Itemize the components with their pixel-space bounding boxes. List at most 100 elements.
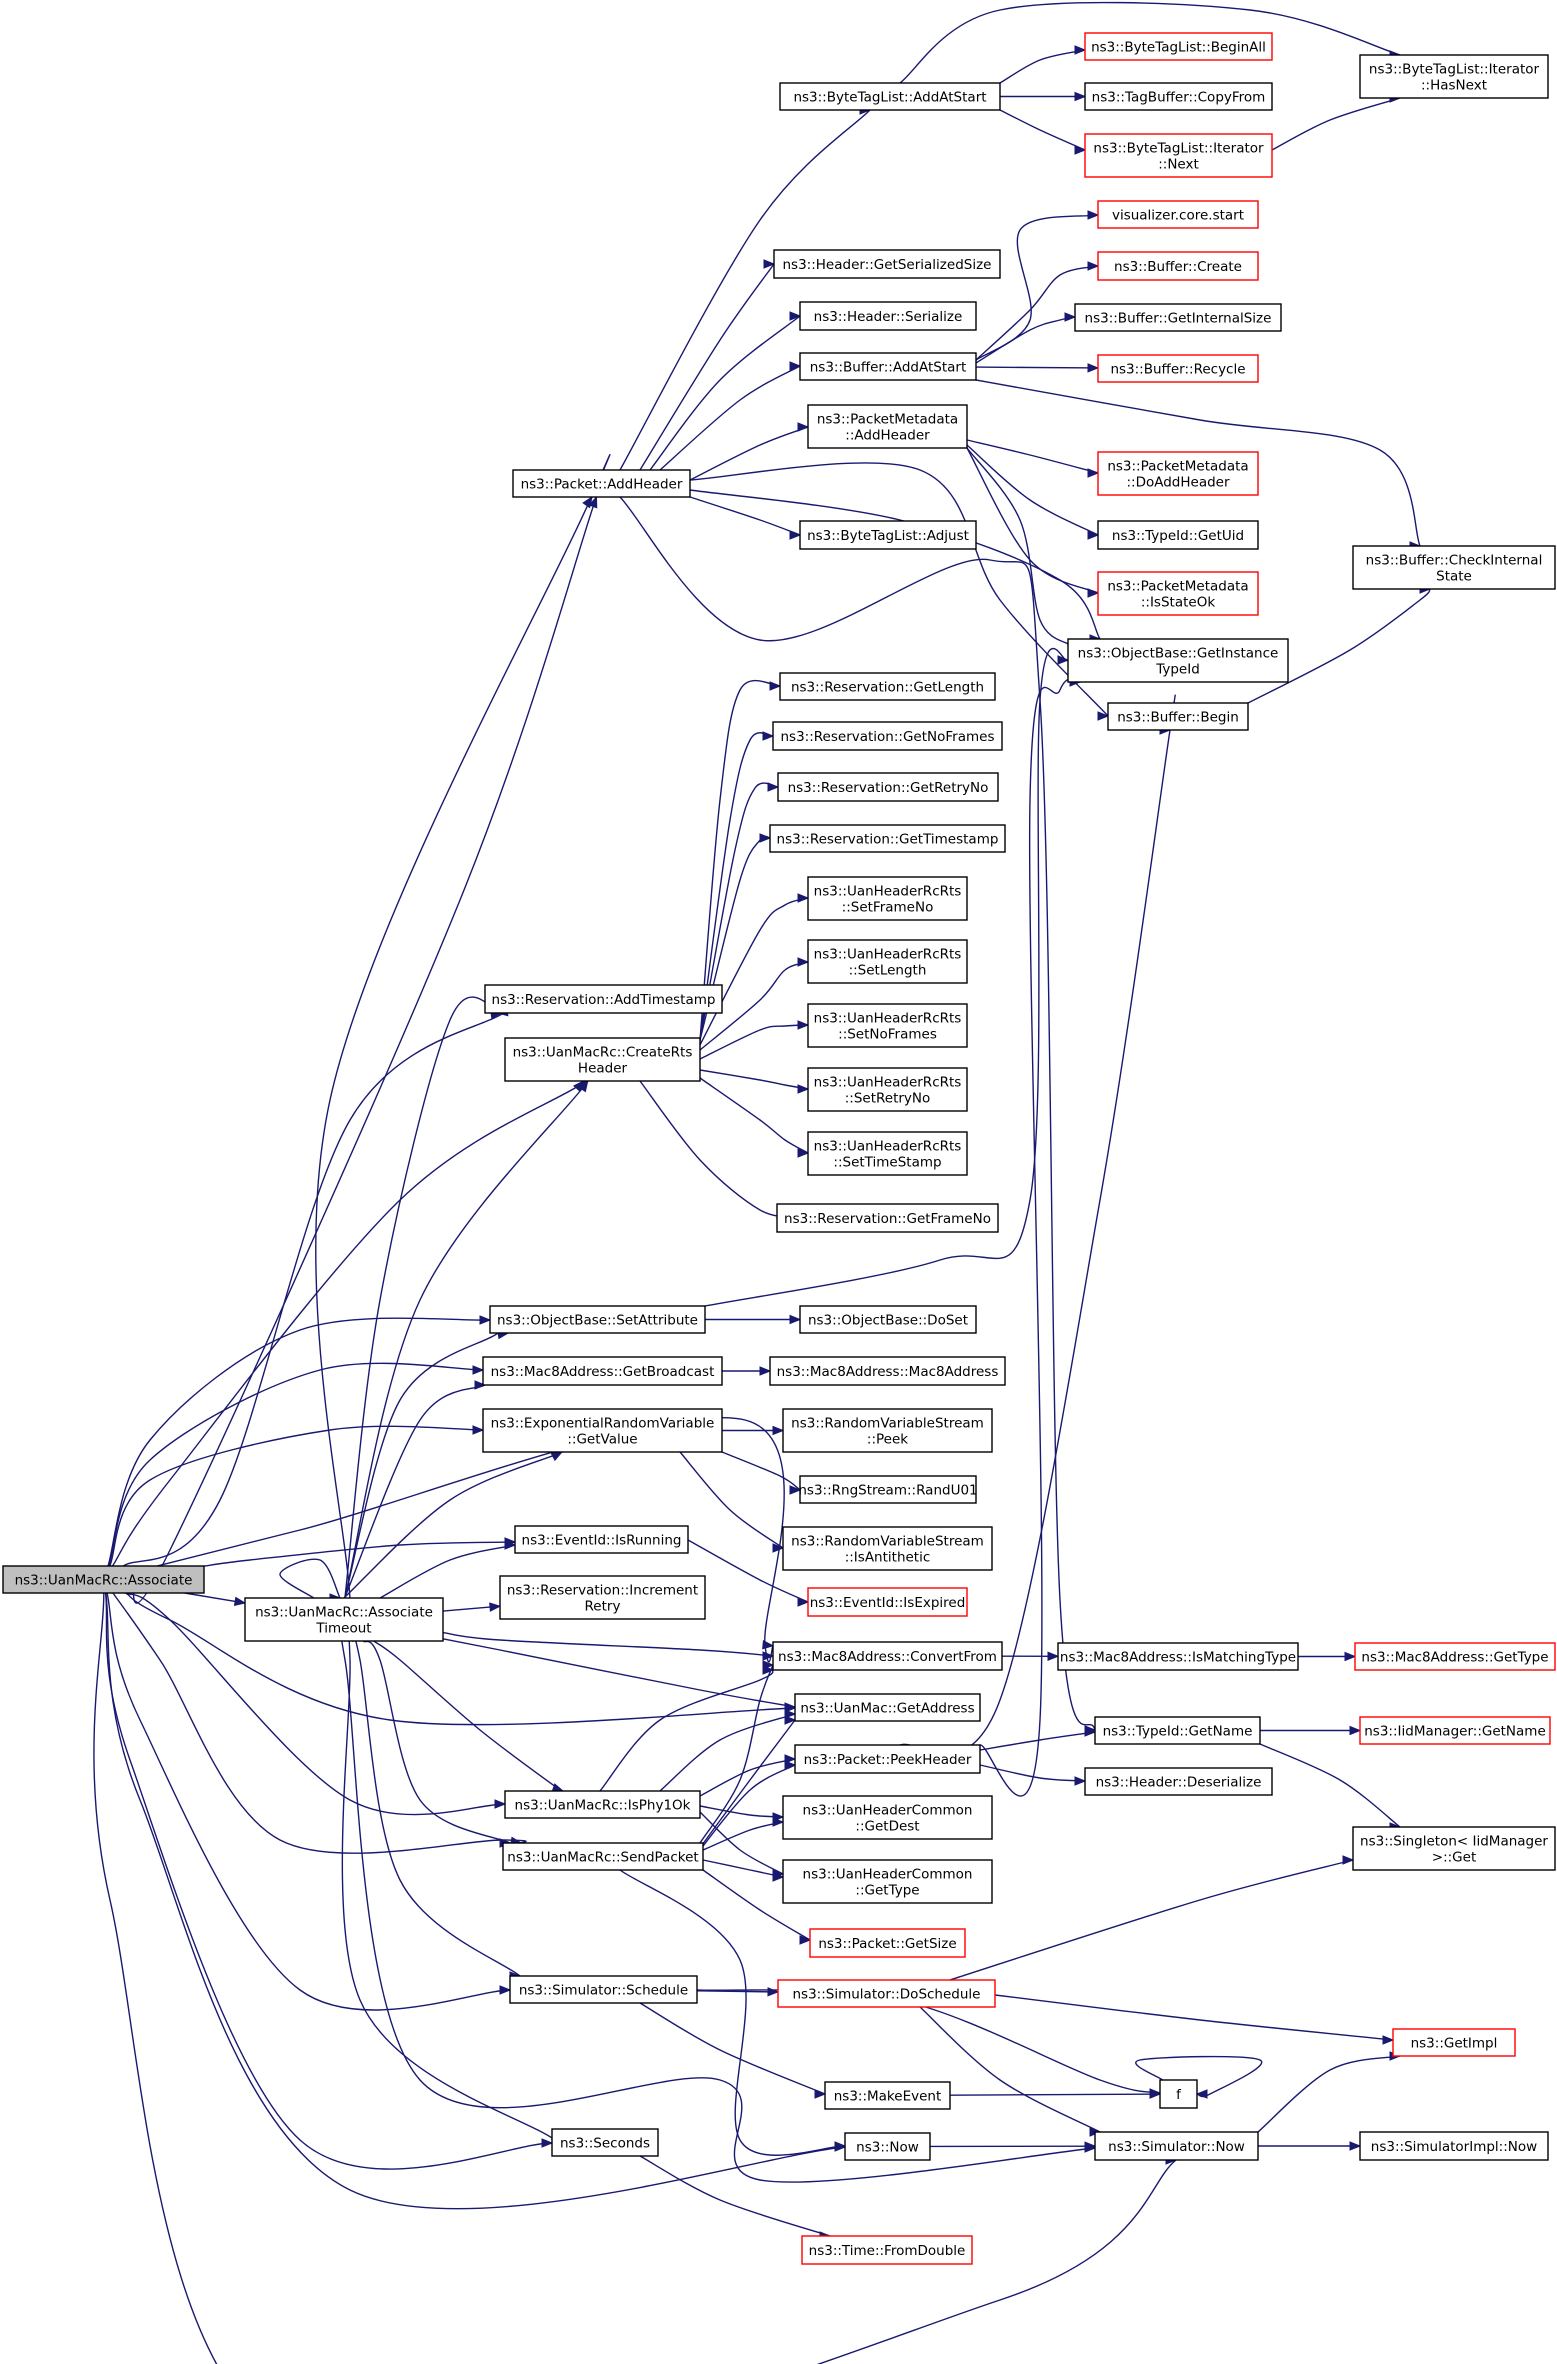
function-node-btlAddAtStart[interactable]: ns3::ByteTagList::AddAtStart [779,82,1001,111]
function-node-simImplNow[interactable]: ns3::SimulatorImpl::Now [1359,2131,1549,2161]
function-node-resGetLength[interactable]: ns3::Reservation::GetLength [779,672,996,701]
function-node-f[interactable]: f [1159,2079,1198,2109]
function-node-evIsExpired[interactable]: ns3::EventId::IsExpired [807,1587,968,1617]
function-node-pmAddHeader[interactable]: ns3::PacketMetadata::AddHeader [807,404,968,449]
function-node-btlBeginAll[interactable]: ns3::ByteTagList::BeginAll [1084,32,1273,61]
function-node-obDoSet[interactable]: ns3::ObjectBase::DoSet [799,1305,977,1334]
function-node-hdrGetSerSize[interactable]: ns3::Header::GetSerializedSize [773,249,1001,279]
call-edge-typeIdGetName-to-singletonGet [1253,1740,1406,1832]
function-node-resGetTimestamp[interactable]: ns3::Reservation::GetTimestamp [769,824,1006,853]
node-box [1352,545,1556,590]
function-node-getImpl[interactable]: ns3::GetImpl [1392,2028,1516,2057]
function-node-getBcast[interactable]: ns3::Mac8Address::GetBroadcast [482,1356,723,1386]
function-node-makeEvent[interactable]: ns3::MakeEvent [824,2081,951,2110]
function-node-resGetFrameNo[interactable]: ns3::Reservation::GetFrameNo [776,1203,999,1233]
function-node-simNow[interactable]: ns3::Simulator::Now [1094,2131,1259,2161]
node-box [782,1859,993,1904]
function-node-rvsIsAnti[interactable]: ns3::RandomVariableStream::IsAntithetic [782,1526,993,1571]
function-node-btlIterHasNext[interactable]: ns3::ByteTagList::Iterator::HasNext [1359,54,1549,99]
function-node-mac8Ctor[interactable]: ns3::Mac8Address::Mac8Address [769,1356,1006,1386]
function-node-now[interactable]: ns3::Now [844,2132,931,2161]
function-node-pmIsStateOk[interactable]: ns3::PacketMetadata::IsStateOk [1097,571,1259,616]
function-node-rvsPeek[interactable]: ns3::RandomVariableStream::Peek [782,1408,993,1453]
function-node-typeIdGetName[interactable]: ns3::TypeId::GetName [1094,1716,1261,1745]
function-node-pktPeekHeader[interactable]: ns3::Packet::PeekHeader [794,1744,981,1774]
node-label: ns3::ByteTagList::Iterator [1093,141,1264,157]
node-label: ns3::Reservation::AddTimestamp [492,992,716,1008]
node-label: State [1436,569,1472,585]
node-box [799,352,977,381]
function-node-rtsSetRetryNo[interactable]: ns3::UanHeaderRcRts::SetRetryNo [807,1067,968,1112]
node-label: ns3::IidManager::GetName [1364,1724,1546,1740]
call-edge-addHeader-to-obGetInstTypeId [673,487,1104,645]
function-node-simSchedule[interactable]: ns3::Simulator::Schedule [509,1975,698,2004]
function-node-isPhy1Ok[interactable]: ns3::UanMacRc::IsPhy1Ok [504,1790,701,1819]
arrowhead-simDoSchedule [767,1987,780,1997]
function-node-vizCoreStart[interactable]: visualizer.core.start [1097,200,1259,229]
function-node-resAddTs[interactable]: ns3::Reservation::AddTimestamp [484,984,723,1014]
function-node-expGetValue[interactable]: ns3::ExponentialRandomVariable::GetValue [482,1408,723,1453]
function-node-addHeader[interactable]: ns3::Packet::AddHeader [512,469,691,498]
function-node-evIsRunning[interactable]: ns3::EventId::IsRunning [514,1525,689,1554]
function-node-tbCopyFrom[interactable]: ns3::TagBuffer::CopyFrom [1084,82,1273,111]
node-label: ns3::RandomVariableStream [791,1534,984,1550]
node-label: ns3::Reservation::GetLength [791,680,984,696]
node-label: ns3::MakeEvent [834,2089,942,2105]
node-box [502,1842,704,1871]
node-label: ns3::EventId::IsRunning [522,1533,682,1549]
function-node-pmDoAddHeader[interactable]: ns3::PacketMetadata::DoAddHeader [1097,451,1259,496]
function-node-resGetRetryNo[interactable]: ns3::Reservation::GetRetryNo [777,772,999,802]
node-label: ns3::Now [856,2140,919,2156]
function-node-root[interactable]: ns3::UanMacRc::Associate [2,1565,205,1594]
function-node-hdrDeserialize[interactable]: ns3::Header::Deserialize [1084,1767,1273,1796]
arrowhead-bufCreate [1087,261,1100,271]
function-node-rtsSetNoFrames[interactable]: ns3::UanHeaderRcRts::SetNoFrames [807,1003,968,1048]
arrowhead-pmIsStateOk [1087,588,1100,598]
function-node-sendPacket[interactable]: ns3::UanMacRc::SendPacket [502,1842,704,1871]
function-node-bufRecycle[interactable]: ns3::Buffer::Recycle [1097,354,1259,383]
function-node-rngRandU01[interactable]: ns3::RngStream::RandU01 [798,1475,978,1504]
function-node-rtsSetFrameNo[interactable]: ns3::UanHeaderRcRts::SetFrameNo [807,876,968,921]
function-node-rtsSetTimeStamp[interactable]: ns3::UanHeaderRcRts::SetTimeStamp [807,1131,968,1176]
node-label: ns3::Reservation::GetRetryNo [788,780,989,796]
function-node-bufAddAtStart[interactable]: ns3::Buffer::AddAtStart [799,352,977,381]
function-node-pktGetSize[interactable]: ns3::Packet::GetSize [809,1928,966,1958]
node-box [514,1525,689,1554]
function-node-uhcGetDest[interactable]: ns3::UanHeaderCommon::GetDest [782,1795,993,1840]
function-node-resGetNoFrames[interactable]: ns3::Reservation::GetNoFrames [772,721,1003,751]
function-node-seconds[interactable]: ns3::Seconds [551,2128,659,2157]
function-node-btlIterNext[interactable]: ns3::ByteTagList::Iterator::Next [1084,133,1273,178]
function-node-singletonGet[interactable]: ns3::Singleton< IidManager>::Get [1352,1826,1556,1871]
node-label: ns3::Mac8Address::IsMatchingType [1060,1650,1296,1666]
node-box [807,1003,968,1048]
node-label: ns3::ObjectBase::DoSet [808,1313,968,1329]
function-node-mac8GetType[interactable]: ns3::Mac8Address::GetType [1354,1642,1556,1671]
node-box [769,824,1006,853]
node-label: ns3::Simulator::Now [1108,2139,1245,2155]
function-node-hdrSerialize[interactable]: ns3::Header::Serialize [799,301,977,331]
function-node-bufCreate[interactable]: ns3::Buffer::Create [1097,251,1259,281]
node-label: ns3::UanMacRc::IsPhy1Ok [515,1798,691,1814]
function-node-typeIdGetUid[interactable]: ns3::TypeId::GetUid [1097,520,1259,550]
function-node-bufBegin[interactable]: ns3::Buffer::Begin [1107,702,1249,731]
function-node-uhcGetType[interactable]: ns3::UanHeaderCommon::GetType [782,1859,993,1904]
function-node-rtsSetLength[interactable]: ns3::UanHeaderRcRts::SetLength [807,939,968,984]
function-node-setAttr[interactable]: ns3::ObjectBase::SetAttribute [489,1305,706,1334]
node-label: ns3::Reservation::GetTimestamp [777,832,999,848]
node-box [484,984,723,1014]
node-label: ns3::Reservation::GetFrameNo [784,1211,991,1227]
function-node-mac8IsMatching[interactable]: ns3::Mac8Address::IsMatchingType [1057,1642,1299,1671]
function-node-uanMacGetAddr[interactable]: ns3::UanMac::GetAddress [794,1693,981,1722]
function-node-simDoSchedule[interactable]: ns3::Simulator::DoSchedule [777,1979,996,2008]
function-node-iidGetName[interactable]: ns3::IidManager::GetName [1359,1716,1551,1745]
function-node-btlAdjust[interactable]: ns3::ByteTagList::Adjust [799,520,977,550]
function-node-timeFromDouble[interactable]: ns3::Time::FromDouble [801,2235,973,2265]
function-node-mac8ConvertFrom[interactable]: ns3::Mac8Address::ConvertFrom [772,1641,1003,1671]
function-node-bufGetInternalSize[interactable]: ns3::Buffer::GetInternalSize [1074,303,1282,332]
node-label: ns3::Mac8Address::GetType [1361,1650,1548,1666]
